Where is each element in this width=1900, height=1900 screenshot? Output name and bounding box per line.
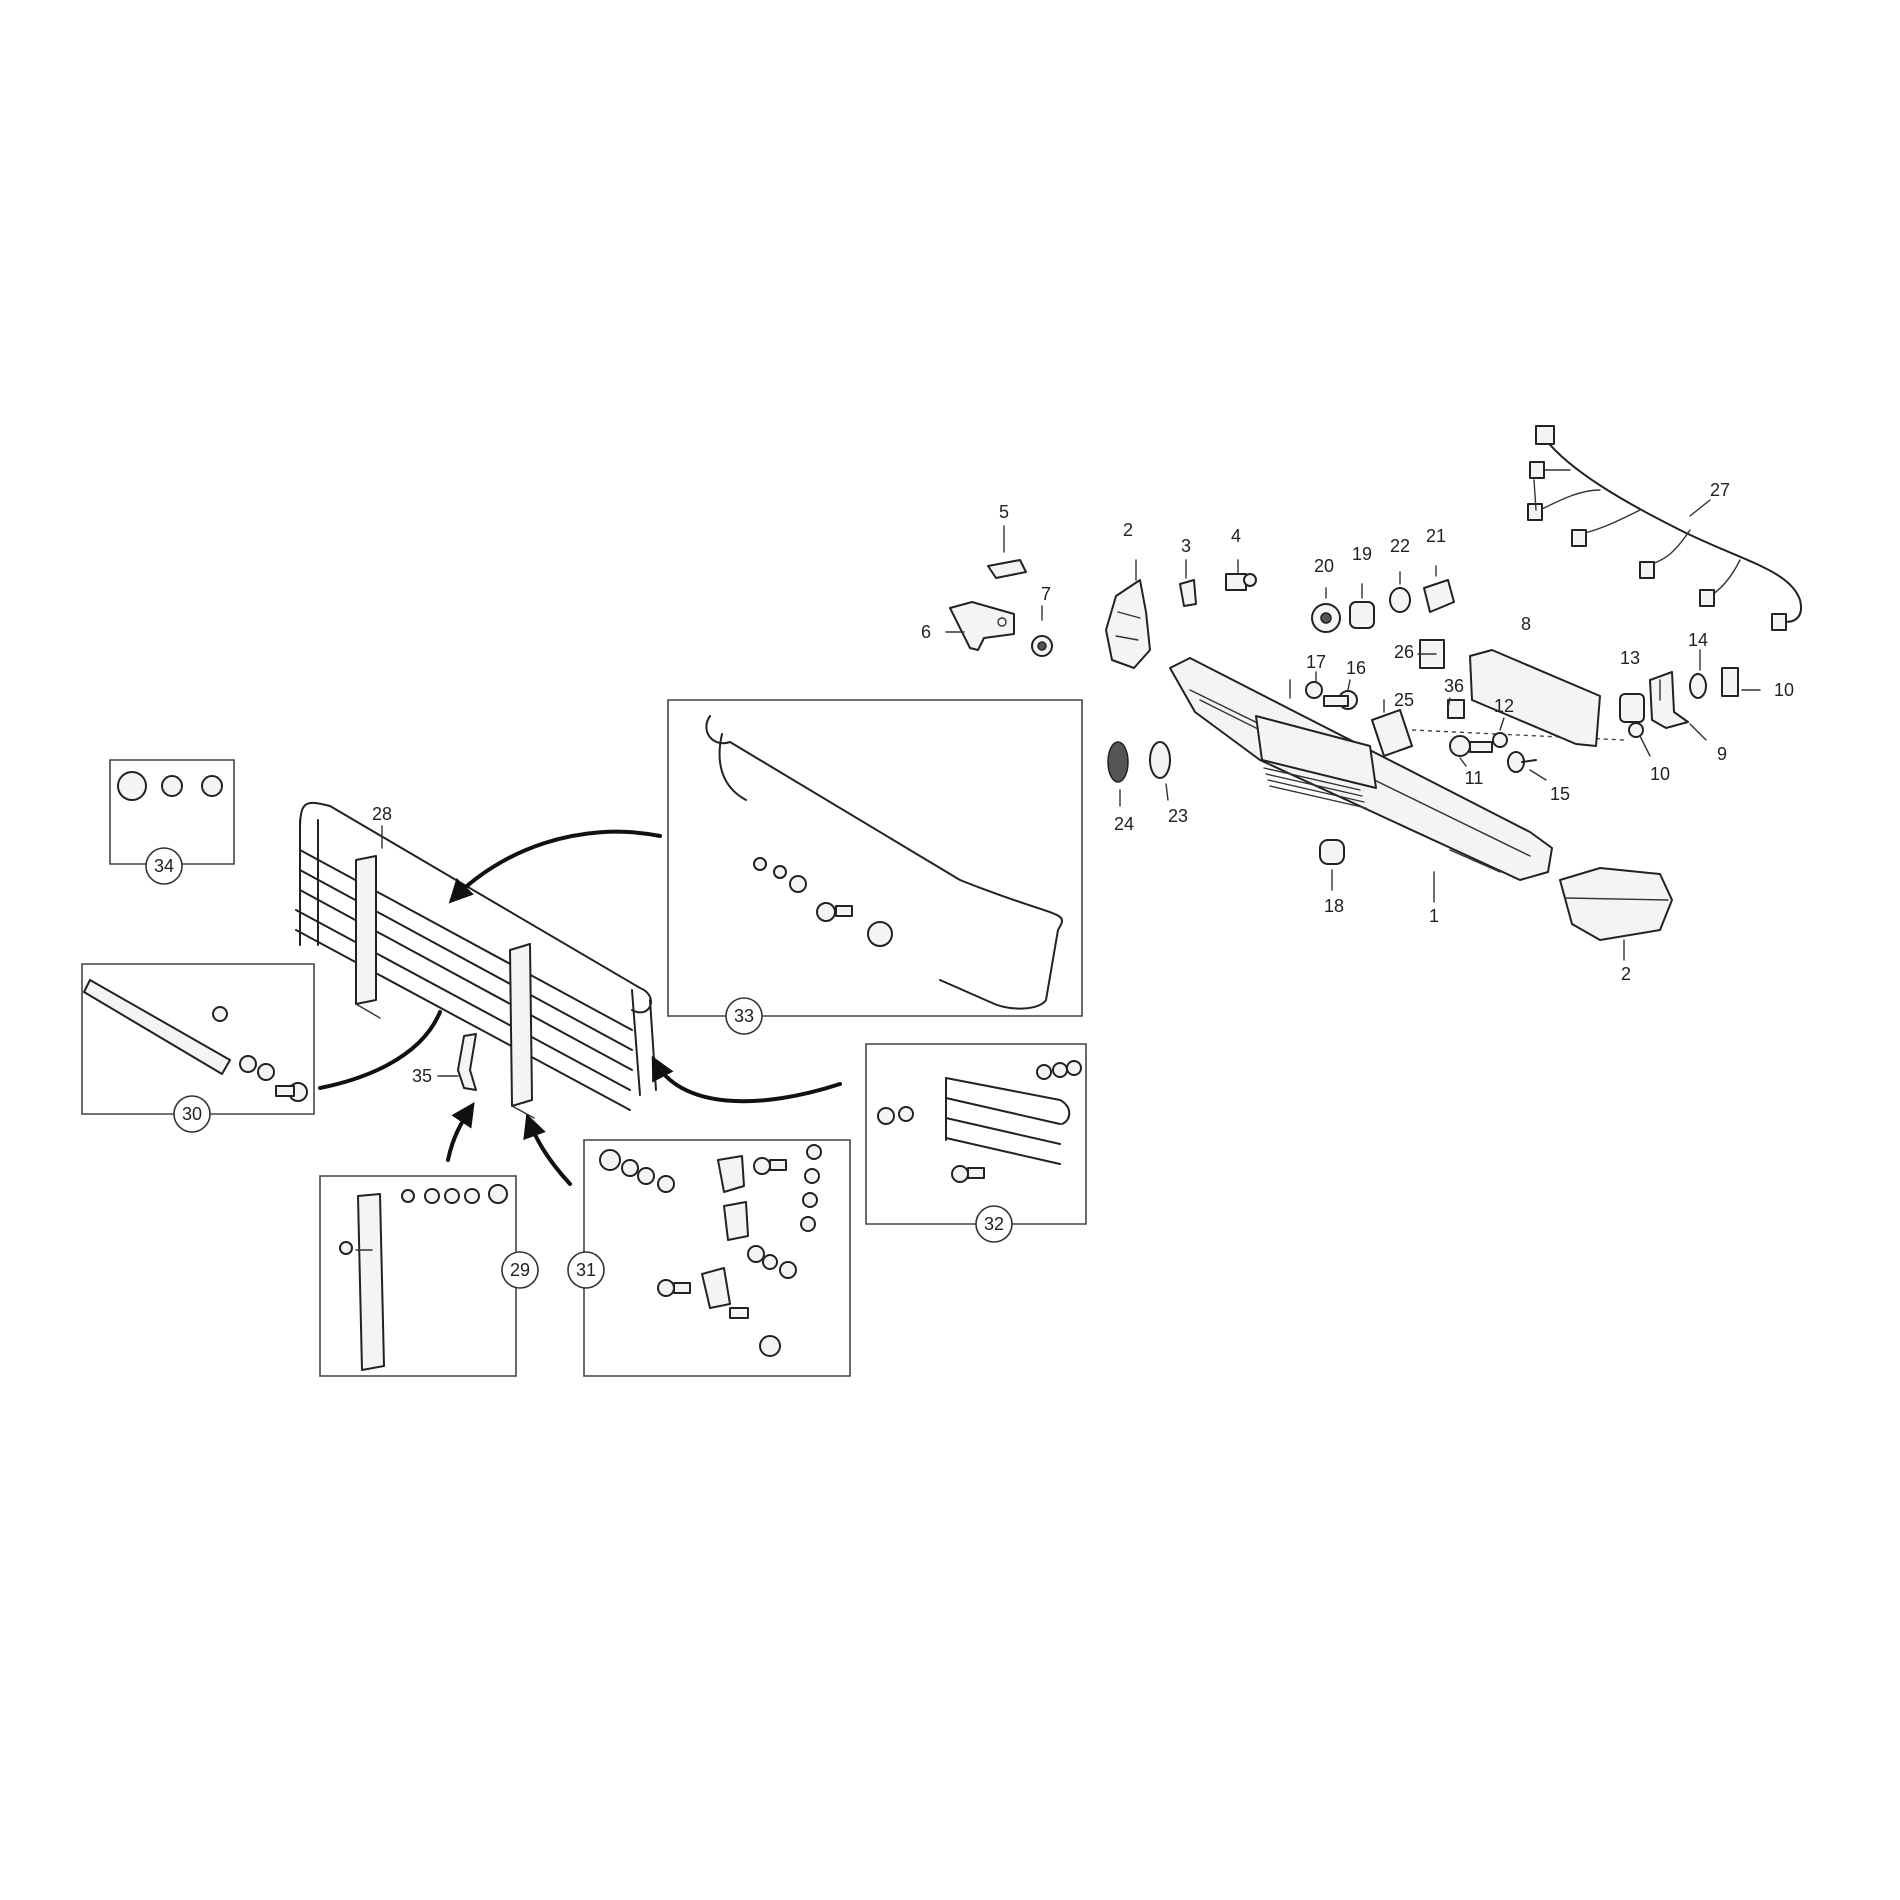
detail-box-31: [583, 1139, 851, 1377]
callout-4: 4: [1231, 526, 1241, 546]
callout-17: 17: [1306, 652, 1326, 672]
callout-7: 7: [1041, 584, 1051, 604]
plate-25: [1371, 709, 1413, 757]
leader-lines: [945, 479, 1761, 961]
callout-labels: 1 2 2 3 4 5 6 7 8 9 10 10 11 12 13 14 15…: [372, 480, 1794, 1086]
wiring-harness-27: [1527, 425, 1802, 631]
callout-19: 19: [1352, 544, 1372, 564]
rubber-13: [1619, 693, 1645, 723]
clip-36: [1447, 699, 1465, 719]
callout-6: 6: [921, 622, 931, 642]
callout-25: 25: [1394, 690, 1414, 710]
callout-16: 16: [1346, 658, 1366, 678]
detail-number-32: 32: [984, 1214, 1004, 1234]
callout-24: 24: [1114, 814, 1134, 834]
bull-bar-28: [295, 802, 657, 1119]
bumper-grille: [1263, 767, 1367, 809]
callout-35: 35: [412, 1066, 432, 1086]
reinforcement-bar-8: [1469, 649, 1601, 747]
callout-26: 26: [1394, 642, 1414, 662]
screw-4: [1225, 573, 1257, 591]
callout-22: 22: [1390, 536, 1410, 556]
plug-18: [1319, 839, 1345, 865]
callout-3: 3: [1181, 536, 1191, 556]
clip-3: [1179, 579, 1197, 607]
clip-10-upper: [1721, 667, 1739, 697]
cover-23: [1149, 741, 1171, 779]
bumper-end-cap-right: [1559, 867, 1673, 941]
callout-15: 15: [1550, 784, 1570, 804]
mesh-grille-24: [1107, 741, 1129, 783]
callout-9: 9: [1717, 744, 1727, 764]
bumper-bar: [1169, 657, 1553, 881]
detail-box-34: [109, 759, 235, 865]
detail-box-33: [667, 699, 1083, 1017]
detail-number-30: 30: [182, 1104, 202, 1124]
callout-12: 12: [1494, 696, 1514, 716]
connector-arrows: [318, 829, 842, 1186]
bracket-9: [1649, 671, 1689, 729]
callout-11: 11: [1465, 768, 1484, 788]
callout-2-top: 2: [1123, 520, 1133, 540]
detail-number-33: 33: [734, 1006, 754, 1026]
washer-12: [1492, 732, 1508, 748]
callout-5: 5: [999, 502, 1009, 522]
washer-14: [1689, 673, 1707, 699]
detail-number-31: 31: [576, 1260, 596, 1280]
fog-lamp-parts: [1311, 579, 1455, 633]
washer-17: [1305, 681, 1323, 699]
detail-box-29: [319, 1175, 517, 1377]
callout-36: 36: [1444, 676, 1464, 696]
callout-2-bottom: 2: [1621, 964, 1631, 984]
callout-27: 27: [1710, 480, 1730, 500]
bolt-16: [1323, 690, 1358, 710]
detail-box-numbers: 34 30 33 32 29 31: [145, 847, 1013, 1289]
callout-28: 28: [372, 804, 392, 824]
callout-1: 1: [1429, 906, 1439, 926]
callout-13: 13: [1620, 648, 1640, 668]
callout-23: 23: [1168, 806, 1188, 826]
callout-21: 21: [1426, 526, 1446, 546]
mounting-bracket-6: [949, 601, 1015, 651]
callout-10-lower: 10: [1650, 764, 1670, 784]
bracket-35: [457, 1033, 477, 1091]
bumper-end-cap-left: [1105, 579, 1151, 669]
detail-number-34: 34: [154, 856, 174, 876]
clip-5: [987, 559, 1027, 579]
callout-10-right: 10: [1774, 680, 1794, 700]
detail-number-29: 29: [510, 1260, 530, 1280]
detail-box-32: [865, 1043, 1087, 1225]
bolt-11: [1449, 735, 1493, 757]
callout-18: 18: [1324, 896, 1344, 916]
screw-15: [1507, 751, 1537, 773]
detail-box-30: [81, 963, 315, 1115]
callout-8: 8: [1521, 614, 1531, 634]
nut-7: [1031, 635, 1053, 657]
nut-10-lower: [1628, 722, 1644, 738]
callout-20: 20: [1314, 556, 1334, 576]
callout-14: 14: [1688, 630, 1708, 650]
